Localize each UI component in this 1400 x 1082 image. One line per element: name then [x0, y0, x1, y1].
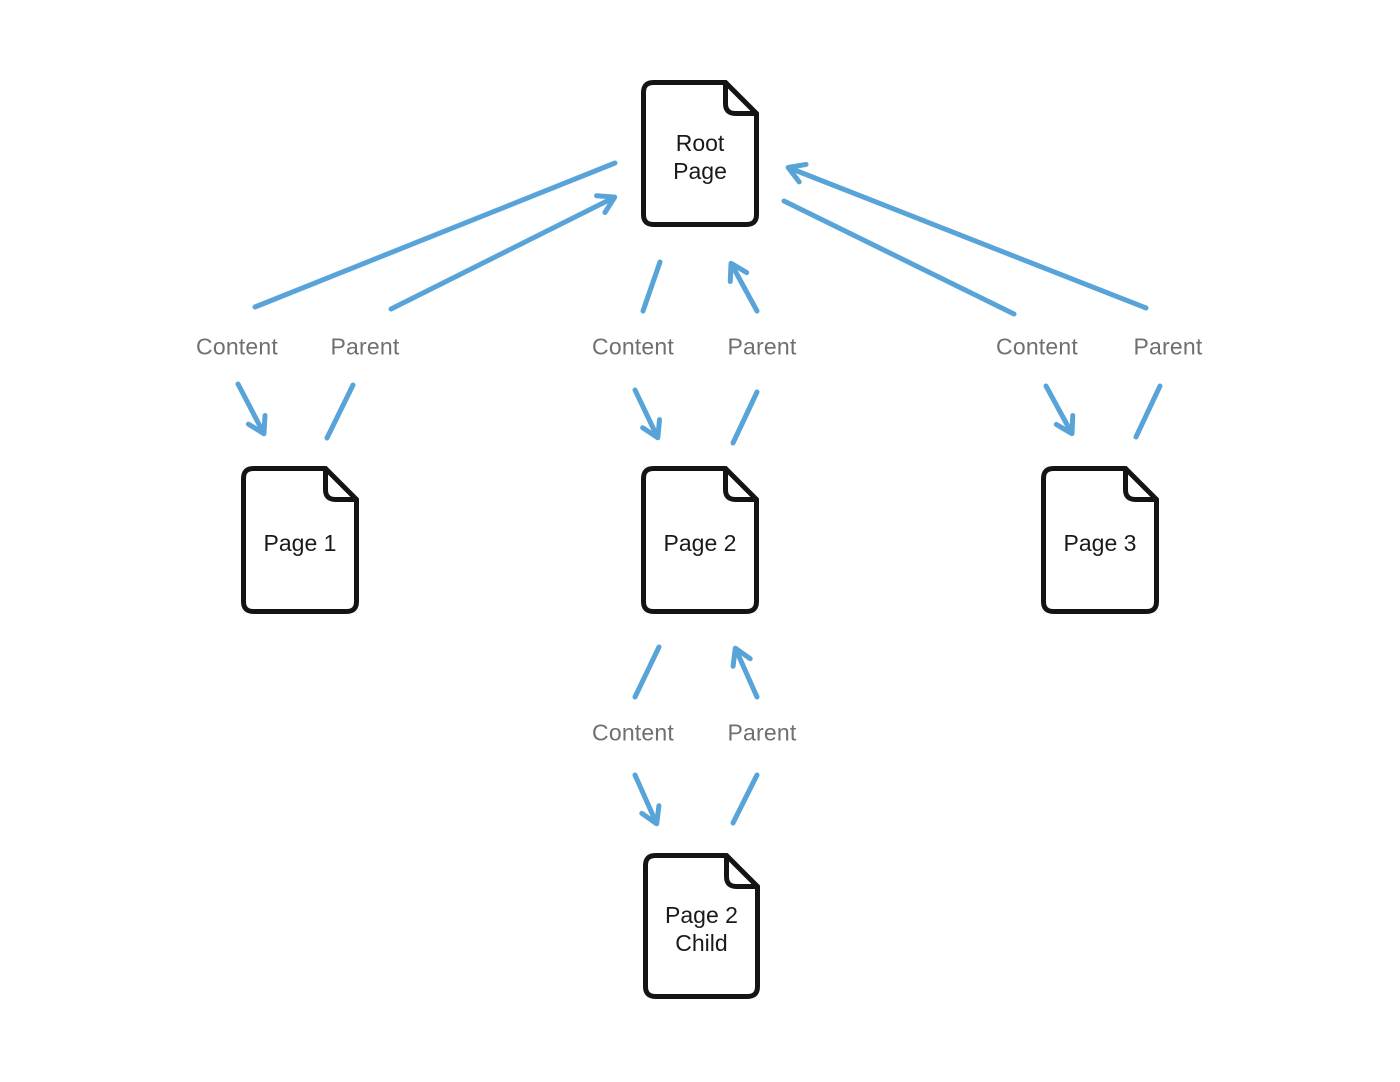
node-label-line: Root [675, 129, 725, 156]
arrow-page2-content-top [640, 259, 663, 314]
page2child-content-label: Content [592, 719, 674, 746]
node-label-line: Page 3 [1063, 530, 1137, 556]
arrow-page3-parent-bottom [1133, 383, 1163, 440]
arrow-page2child-content-bottom [632, 772, 662, 827]
node-label: Page 2 [641, 466, 759, 614]
node-label-line: Page 1 [263, 530, 337, 556]
node-page-2: Page 2 [641, 466, 759, 614]
arrow-page2child-parent-bottom [730, 772, 760, 826]
node-label-line: Page 2 [663, 530, 737, 556]
node-label-line: Page [673, 157, 727, 184]
page3-parent-label: Parent [1133, 333, 1203, 360]
arrow-page1-content-top [252, 160, 618, 310]
page1-parent-label: Parent [330, 333, 400, 360]
document-icon [641, 80, 759, 227]
page2child-parent-label: Parent [727, 719, 797, 746]
node-label-line: Child [675, 930, 728, 956]
node-label: Page 3 [1041, 466, 1159, 614]
node-label: Page 1 [241, 466, 359, 614]
page1-content-label: Content [196, 333, 278, 360]
page2-parent-label: Parent [727, 333, 797, 360]
page3-content-label: Content [996, 333, 1078, 360]
arrow-page1-parent-bottom [324, 382, 356, 441]
arrow-page2-parent-bottom [730, 389, 760, 446]
arrow-page3-content-bottom [1043, 383, 1076, 437]
document-icon [241, 466, 359, 614]
document-icon [643, 853, 760, 999]
arrow-page2child-parent-top [730, 645, 760, 700]
arrow-page2-content-bottom [632, 387, 663, 441]
arrow-page2-parent-top [727, 260, 760, 314]
arrow-page2child-content-top [632, 644, 662, 700]
document-icon [1041, 466, 1159, 614]
node-page-3: Page 3 [1041, 466, 1159, 614]
arrow-page3-parent-top [785, 161, 1149, 311]
node-page-1: Page 1 [241, 466, 359, 614]
page2-content-label: Content [592, 333, 674, 360]
arrow-page1-content-bottom [235, 381, 268, 437]
document-icon [641, 466, 759, 614]
arrow-page3-content-top [781, 198, 1017, 317]
node-label-line: Page 2 [665, 902, 738, 928]
arrow-page1-parent-top [388, 193, 618, 312]
